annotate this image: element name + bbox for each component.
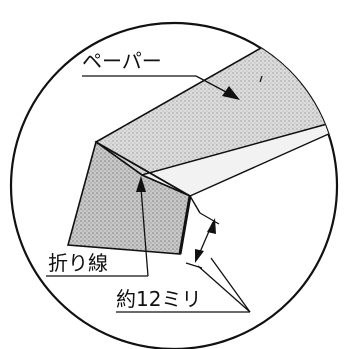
- folded-end-edge: [178, 195, 192, 255]
- dim-arrow-head-top: [207, 218, 216, 234]
- dim-arrow-head-bottom: [195, 249, 204, 263]
- label-fold-line: 折り線: [48, 251, 108, 275]
- label-paper: ペーパー: [82, 49, 162, 73]
- leader-paper-diag: [195, 75, 227, 93]
- leader-width-diag-b: [197, 265, 251, 313]
- arrow-paper: [222, 86, 240, 100]
- fold-line: [95, 141, 191, 197]
- leader-width-diag-a: [210, 257, 251, 313]
- paper-tick: [259, 75, 263, 83]
- leader-fold-line-up: [140, 187, 149, 277]
- label-approx-width: 約12ミリ: [116, 287, 201, 311]
- dim-ext-top: [199, 212, 220, 225]
- arrow-fold-line: [136, 176, 146, 192]
- folded-end-side: [189, 195, 201, 214]
